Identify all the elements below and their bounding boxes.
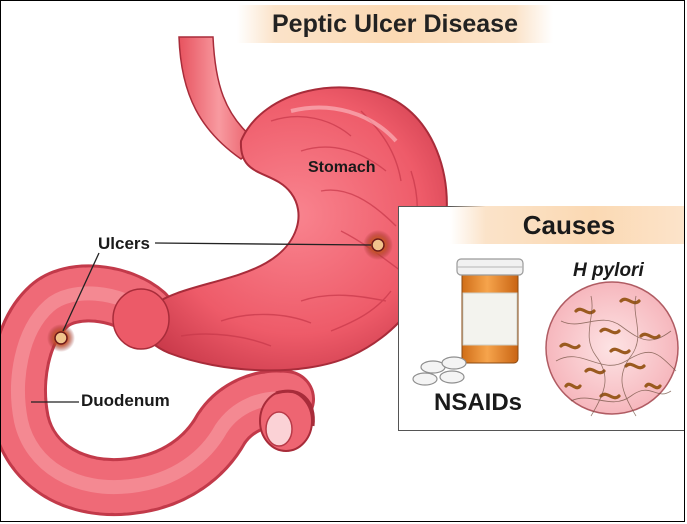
pill-bottle-icon	[457, 259, 523, 363]
h-pylori-label: H pylori	[573, 260, 644, 282]
nsaids-label: NSAIDs	[434, 389, 522, 417]
pills-icon	[413, 357, 466, 385]
bacteria-icon	[546, 282, 678, 416]
